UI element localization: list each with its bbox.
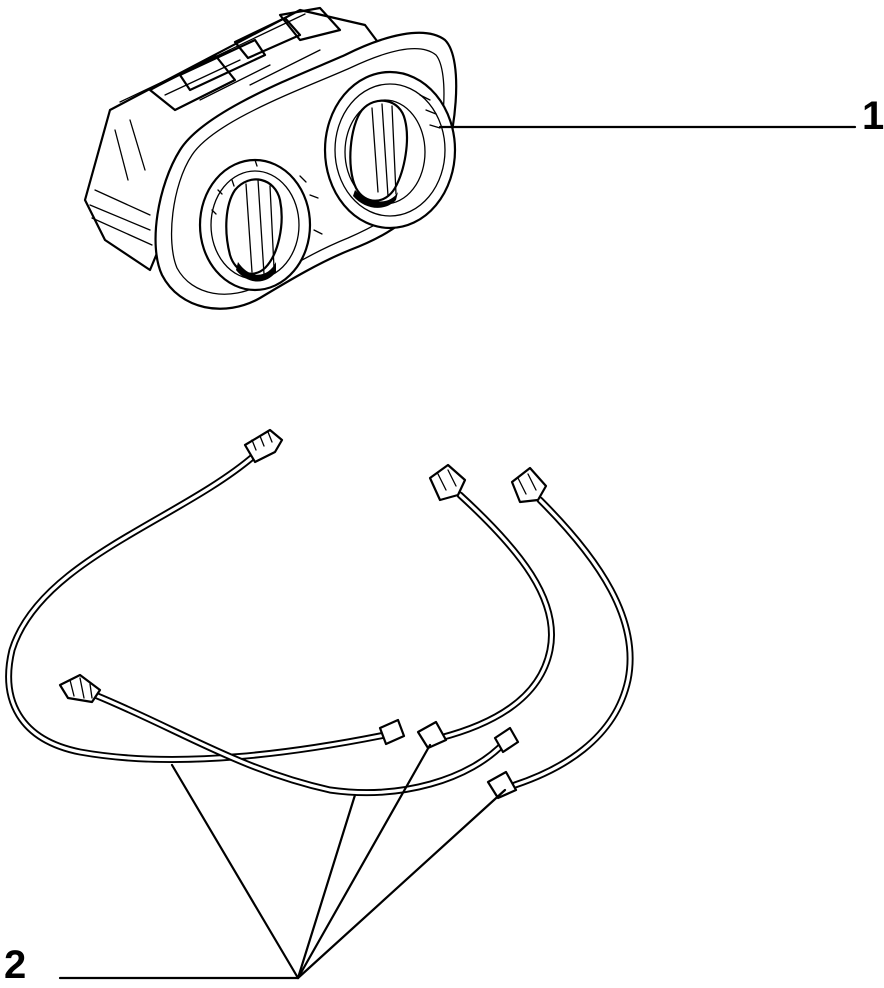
connector-b-left	[58, 673, 102, 704]
left-dial[interactable]	[198, 158, 323, 292]
heater-control-panel	[83, 6, 857, 310]
connector-c-top	[428, 463, 467, 502]
connector-a-end	[378, 718, 406, 746]
control-cables	[5, 428, 634, 980]
cable-b	[58, 673, 520, 796]
cable-c	[416, 463, 555, 750]
cable-d	[486, 466, 634, 800]
connector-d-top	[510, 466, 548, 504]
connector-c-end	[416, 720, 448, 750]
connector-d-end	[486, 770, 518, 800]
callout-label-1: 1	[862, 94, 884, 138]
right-dial[interactable]	[323, 70, 457, 230]
connector-b-end	[493, 726, 520, 754]
callout-label-2: 2	[4, 943, 27, 987]
leader-lines-2	[58, 743, 507, 980]
connector-a-top	[243, 428, 284, 464]
cable-a	[5, 428, 406, 763]
